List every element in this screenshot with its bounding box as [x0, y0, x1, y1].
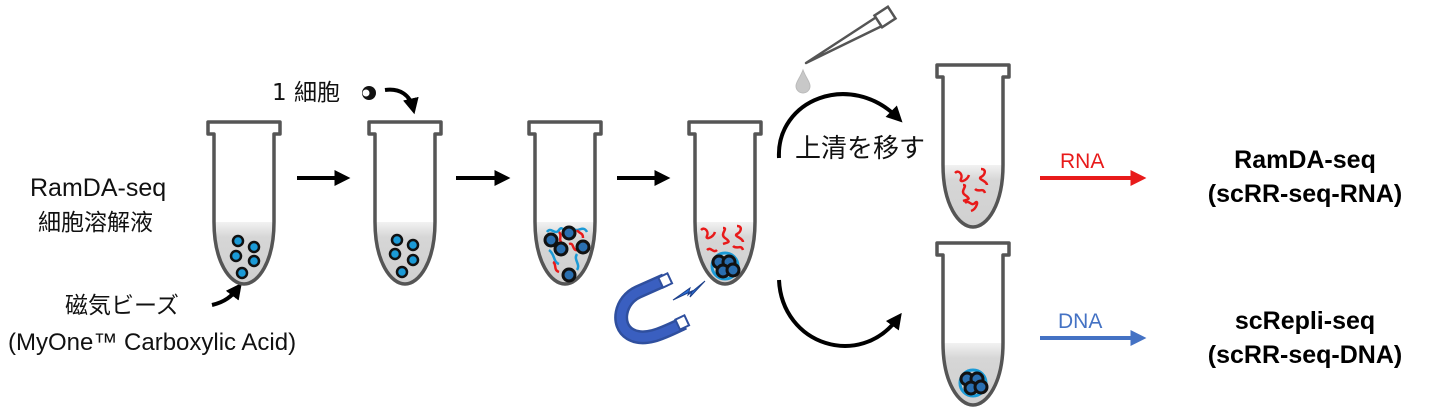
magnetic-force-icon — [672, 280, 706, 301]
cell-icon — [362, 86, 376, 100]
input-subtitle: 細胞溶解液 — [38, 210, 153, 236]
beads-label: 磁気ビーズ — [65, 293, 179, 319]
rna-arrow-label: RNA — [1060, 150, 1104, 173]
input-title: RamDA-seq — [30, 174, 166, 202]
transfer-arrow-dna — [777, 279, 902, 348]
dna-method-name: scRepli-seq — [1235, 307, 1375, 335]
dna-method-subname: (scRR-seq-DNA) — [1208, 341, 1402, 369]
transfer-arrow-rna — [776, 92, 903, 159]
pipette-icon — [795, 5, 898, 94]
dna-arrow-label: DNA — [1058, 310, 1102, 333]
tube-with-cell — [367, 120, 443, 286]
tube-lysis-buffer — [206, 120, 282, 286]
rna-method-subname: (scRR-seq-RNA) — [1208, 180, 1402, 208]
rna-method-name: RamDA-seq — [1234, 146, 1376, 174]
transfer-supernatant-label: 上清を移す — [795, 134, 925, 164]
rna-strands — [700, 224, 745, 253]
tube-magnetic-separation — [687, 120, 763, 286]
rna-strands — [954, 167, 989, 213]
cell-pointer-arrow — [384, 87, 419, 115]
tube-lysed-mixture — [527, 120, 603, 286]
beads-pointer-arrow — [211, 282, 242, 307]
tube-dna-beads — [935, 241, 1011, 407]
beads-product: (MyOne™ Carboxylic Acid) — [8, 329, 296, 356]
tube-rna-supernatant — [935, 63, 1011, 229]
magnet-icon — [614, 272, 691, 345]
cell-label: 1 細胞 — [272, 80, 340, 106]
